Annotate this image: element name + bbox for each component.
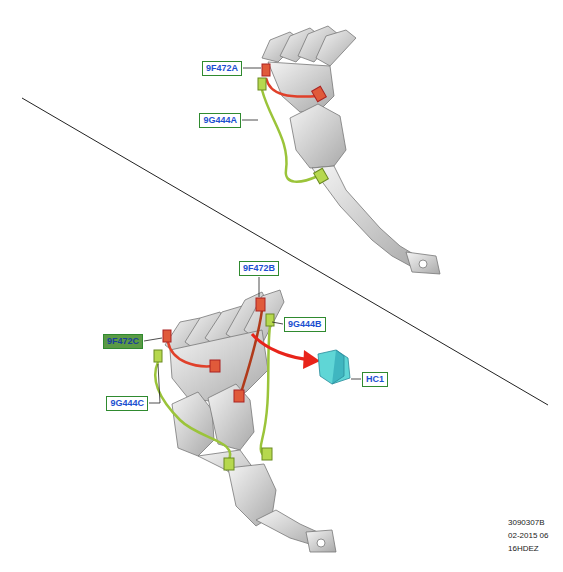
- sensor-wire: [262, 90, 318, 182]
- callout-box: 9F472C: [103, 334, 143, 349]
- callout-box: 9G444C: [106, 396, 148, 411]
- part-number: 9F472A: [206, 63, 238, 74]
- drawing-reference: 02-2015 06: [508, 531, 548, 541]
- exhaust-manifold-top: [262, 26, 440, 274]
- oxygen-sensor: [210, 360, 220, 372]
- part-number: 9G444A: [203, 115, 237, 126]
- part-number: 9F472B: [243, 263, 275, 274]
- part-number: HC1: [366, 374, 384, 385]
- callout-box: 9F472A: [202, 61, 242, 76]
- leader-line: [144, 68, 361, 403]
- arrow-head: [303, 350, 320, 369]
- sensor-connector: [154, 350, 162, 362]
- oxygen-sensor: [312, 86, 327, 101]
- sensor-wire: [240, 310, 262, 396]
- callout-box: 9G444A: [199, 113, 241, 128]
- part-number: 9F472C: [107, 336, 139, 347]
- part-number: 9G444C: [110, 398, 144, 409]
- harness-connector: [318, 350, 350, 384]
- callout-box: 9F472B: [239, 261, 279, 276]
- sensor-connector: [163, 330, 171, 342]
- sensor-wire: [168, 342, 214, 366]
- sensor-connector: [258, 78, 266, 90]
- part-number: 9G444B: [288, 319, 322, 330]
- oxygen-sensor: [224, 458, 234, 470]
- oxygen-sensor: [234, 390, 244, 402]
- arrow: [252, 334, 312, 360]
- oxygen-sensor: [262, 448, 272, 460]
- sensor-connector: [256, 298, 265, 311]
- exhaust-manifold-bottom: [165, 290, 336, 552]
- sensor-connector: [262, 64, 270, 76]
- callout-box: 9G444B: [284, 317, 326, 332]
- sensor-wire: [155, 362, 230, 462]
- callout-box: HC1: [362, 372, 388, 387]
- drawing-reference: 16HDEZ: [508, 544, 539, 554]
- drawing-reference: 3090307B: [508, 518, 544, 528]
- sensor-connector: [266, 314, 274, 326]
- sensor-wire: [266, 78, 318, 97]
- oxygen-sensor: [314, 168, 329, 183]
